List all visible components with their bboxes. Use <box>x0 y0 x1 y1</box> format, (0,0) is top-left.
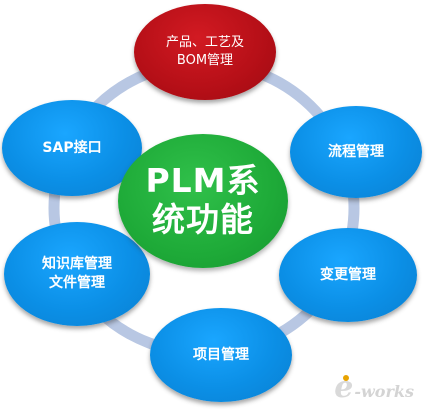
node-change-management-label: 变更管理 <box>320 266 376 283</box>
node-workflow-management-label: 流程管理 <box>328 143 384 160</box>
center-plm-system-functions: PLM系 统功能 <box>118 134 288 268</box>
eworks-watermark-logo: e -works <box>334 373 414 403</box>
node-knowledge-file-management: 知识库管理 文件管理 <box>4 222 150 326</box>
center-title-line2: 统功能 <box>152 200 254 239</box>
node-product-process-bom: 产品、工艺及 BOM管理 <box>134 4 276 100</box>
node-sap-interface-label: SAP接口 <box>42 139 102 156</box>
node-product-process-bom-line2: BOM管理 <box>176 53 234 68</box>
watermark-dot-icon <box>343 375 350 381</box>
watermark-works: -works <box>354 382 414 401</box>
node-project-management: 项目管理 <box>150 308 292 402</box>
node-knowledge-management-label: 知识库管理 <box>42 256 112 273</box>
node-workflow-management: 流程管理 <box>290 106 422 198</box>
center-title-line1: PLM系 <box>145 161 261 201</box>
node-project-management-label: 项目管理 <box>193 346 249 363</box>
node-file-management-label: 文件管理 <box>49 275 105 291</box>
node-sap-interface: SAP接口 <box>2 100 142 196</box>
node-product-process-bom-line1: 产品、工艺及 <box>165 35 244 51</box>
watermark-e: e <box>334 370 354 405</box>
node-change-management: 变更管理 <box>279 228 417 322</box>
